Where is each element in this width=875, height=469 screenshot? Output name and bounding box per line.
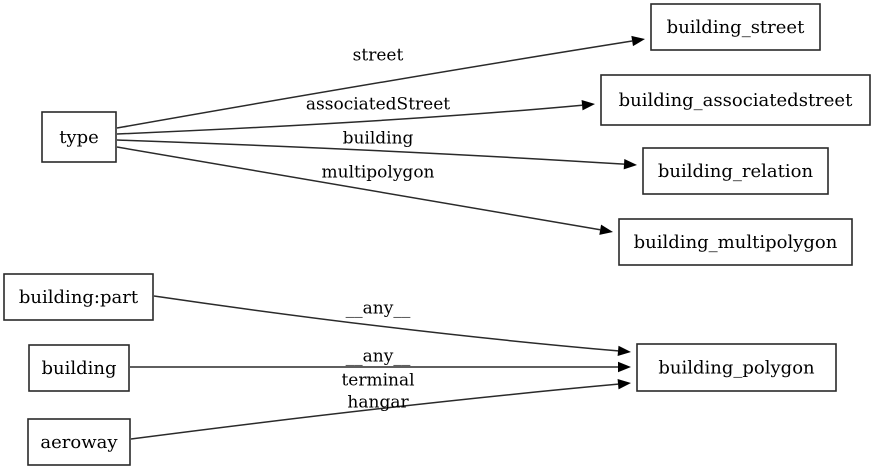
- edge-arrowhead-icon: [599, 224, 613, 235]
- node-label: building_polygon: [658, 358, 815, 379]
- graph-edge: [130, 378, 631, 440]
- graph-edge: [116, 100, 595, 135]
- edge-path: [116, 146, 601, 231]
- edge-path: [153, 295, 619, 352]
- graph-node-building_part[interactable]: building:part: [3, 273, 154, 321]
- graph-node-building_multipolygon[interactable]: building_multipolygon: [618, 218, 853, 266]
- edge-path: [116, 40, 633, 129]
- graph-edge: [153, 295, 631, 357]
- edge-labels-layer: street associatedStreet building multipolyg…: [306, 46, 450, 413]
- graph-edge: [116, 146, 613, 235]
- edge-label: building: [343, 129, 414, 149]
- edge-arrowhead-icon: [617, 345, 631, 357]
- node-box[interactable]: [618, 218, 853, 266]
- node-box[interactable]: [27, 418, 131, 466]
- node-label: aeroway: [40, 432, 118, 453]
- node-label: building_relation: [658, 161, 814, 182]
- edge-path: [130, 383, 619, 440]
- edge-arrowhead-icon: [618, 361, 631, 373]
- node-label: building:part: [19, 287, 139, 308]
- edge-label: street: [353, 46, 404, 66]
- node-box[interactable]: [41, 111, 117, 163]
- node-box[interactable]: [642, 147, 829, 195]
- edge-arrowhead-icon: [581, 100, 595, 111]
- node-label: building_multipolygon: [634, 232, 838, 253]
- graph-node-type[interactable]: type: [41, 111, 117, 163]
- node-label: building_associatedstreet: [619, 90, 853, 111]
- graph-edge: [130, 361, 631, 373]
- node-box[interactable]: [650, 3, 821, 51]
- edge-path: [116, 139, 625, 165]
- edge-arrowhead-icon: [617, 378, 631, 390]
- node-box[interactable]: [600, 74, 871, 126]
- edge-path: [116, 104, 583, 135]
- graph-node-aeroway[interactable]: aeroway: [27, 418, 131, 466]
- edge-label: __any__: [346, 299, 411, 319]
- edge-label: terminal: [341, 371, 414, 391]
- edge-arrowhead-icon: [623, 158, 637, 170]
- graph-node-building_associatedstreet[interactable]: building_associatedstreet: [600, 74, 871, 126]
- node-label: type: [59, 127, 99, 148]
- node-label: building: [41, 358, 116, 379]
- graph-node-building_relation[interactable]: building_relation: [642, 147, 829, 195]
- graph-node-building_street[interactable]: building_street: [650, 3, 821, 51]
- edge-label: associatedStreet: [306, 95, 450, 115]
- node-box[interactable]: [636, 343, 837, 392]
- node-label: building_street: [667, 17, 805, 38]
- edge-label: multipolygon: [322, 163, 435, 183]
- nodes-layer: type building_street building_associatedst…: [3, 3, 871, 466]
- graph-edge: [116, 139, 637, 170]
- edge-arrowhead-icon: [631, 35, 645, 47]
- graph-node-building[interactable]: building: [28, 344, 130, 392]
- node-box[interactable]: [3, 273, 154, 321]
- graph-edge: [116, 35, 645, 129]
- graph-node-building_polygon[interactable]: building_polygon: [636, 343, 837, 392]
- edges-layer: [116, 35, 645, 440]
- edge-label-secondary: hangar: [347, 393, 409, 413]
- node-box[interactable]: [28, 344, 130, 392]
- edge-label: __any__: [346, 347, 411, 367]
